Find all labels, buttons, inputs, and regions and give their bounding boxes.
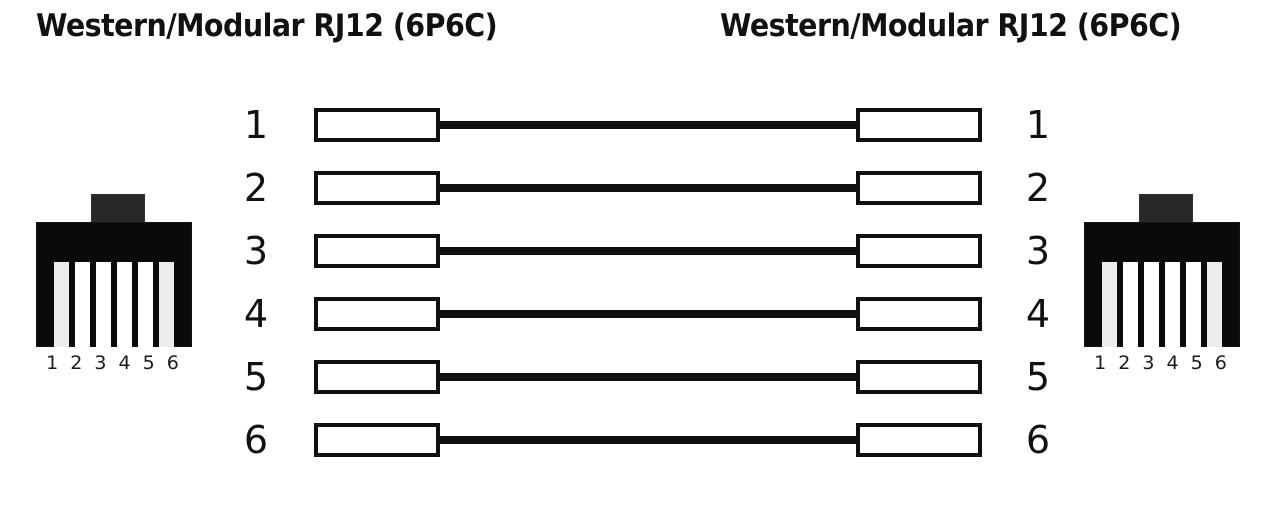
right-pin-terminal: [856, 108, 982, 142]
left-pin-number: 4: [243, 292, 269, 336]
left-pin-terminal: [314, 423, 440, 457]
right-connector-pin-numbers: 1 2 3 4 5 6: [1094, 352, 1230, 374]
connection-wire: [438, 310, 858, 318]
pin-row: 2 2: [0, 165, 1280, 211]
connection-wire: [438, 247, 858, 255]
left-connector-title: Western/Modular RJ12 (6P6C): [36, 8, 498, 44]
connector-pin-1: [54, 262, 69, 347]
left-connector-pin-numbers: 1 2 3 4 5 6: [46, 352, 182, 374]
connector-pin-contacts: [36, 262, 192, 347]
connector-pin-6: [159, 262, 174, 347]
right-connector-title: Western/Modular RJ12 (6P6C): [720, 8, 1182, 44]
left-pin-terminal: [314, 234, 440, 268]
left-pin-number: 1: [243, 103, 269, 147]
right-pin-terminal: [856, 360, 982, 394]
right-pin-number: 5: [1025, 355, 1051, 399]
connection-wire: [438, 436, 858, 444]
connection-wire: [438, 121, 858, 129]
left-pin-number: 5: [243, 355, 269, 399]
right-pin-number: 4: [1025, 292, 1051, 336]
connector-pin-5: [138, 262, 153, 347]
right-rj12-connector-illustration: 1 2 3 4 5 6: [1084, 192, 1240, 378]
right-pin-terminal: [856, 234, 982, 268]
right-pin-terminal: [856, 171, 982, 205]
pin-row: 1 1: [0, 102, 1280, 148]
connection-wire: [438, 184, 858, 192]
connector-pin-contacts: [1084, 262, 1240, 347]
right-pin-number: 1: [1025, 103, 1051, 147]
right-pin-terminal: [856, 297, 982, 331]
left-pin-terminal: [314, 297, 440, 331]
right-pin-terminal: [856, 423, 982, 457]
left-pin-terminal: [314, 108, 440, 142]
connector-pin-6: [1207, 262, 1222, 347]
connector-pin-1: [1102, 262, 1117, 347]
right-pin-number: 2: [1025, 166, 1051, 210]
connection-wire: [438, 373, 858, 381]
pin-row: 3 3: [0, 228, 1280, 274]
left-pin-number: 3: [243, 229, 269, 273]
left-rj12-connector-illustration: 1 2 3 4 5 6: [36, 192, 192, 378]
left-pin-number: 2: [243, 166, 269, 210]
connector-pin-4: [117, 262, 132, 347]
left-pin-number: 6: [243, 418, 269, 462]
connector-pin-3: [1144, 262, 1159, 347]
connector-pin-2: [75, 262, 90, 347]
pin-row: 6 6: [0, 417, 1280, 463]
left-pin-terminal: [314, 171, 440, 205]
pin-row: 5 5: [0, 354, 1280, 400]
left-pin-terminal: [314, 360, 440, 394]
pin-row: 4 4: [0, 291, 1280, 337]
right-pin-number: 6: [1025, 418, 1051, 462]
connector-pin-5: [1186, 262, 1201, 347]
connector-pin-4: [1165, 262, 1180, 347]
connector-pin-3: [96, 262, 111, 347]
connector-pin-2: [1123, 262, 1138, 347]
right-pin-number: 3: [1025, 229, 1051, 273]
